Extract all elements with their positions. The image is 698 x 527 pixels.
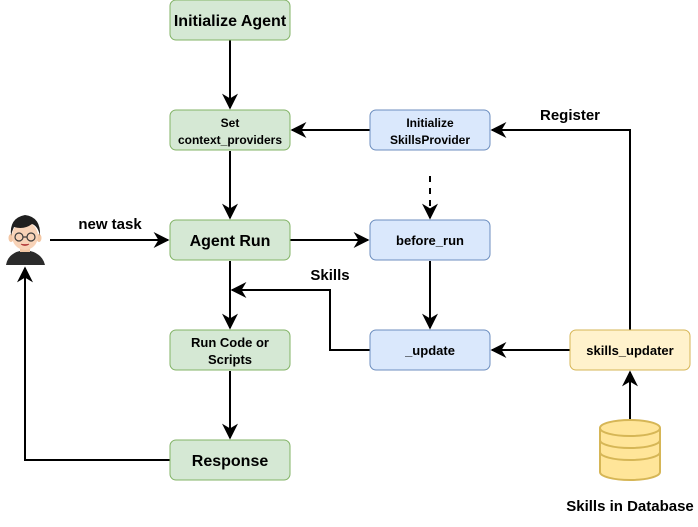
node-set-context-providers-line2: context_providers (178, 133, 282, 147)
database-icon (599, 419, 661, 481)
edge-response-to-user (17, 266, 170, 461)
edge-update-to-agentrun-skills (230, 282, 370, 351)
node-run-code-line1: Run Code or (191, 335, 269, 350)
node-update: _update (369, 329, 491, 371)
edge-updater-register (490, 122, 631, 330)
node-set-context-providers: Set context_providers (169, 109, 291, 151)
label-register: Register (540, 107, 600, 124)
node-skillsprovider-line2: SkillsProvider (390, 133, 470, 147)
edges (17, 40, 638, 461)
node-response: Response (169, 439, 291, 481)
node-run-code-line2: Scripts (208, 352, 252, 367)
node-initialize-agent-label: Initialize Agent (174, 13, 287, 30)
node-agent-run: Agent Run (169, 219, 291, 261)
node-skills-updater-label: skills_updater (586, 343, 673, 358)
node-before-run-label: before_run (396, 233, 464, 248)
label-new-task: new task (78, 216, 142, 233)
user-avatar-icon (6, 215, 45, 265)
node-skillsprovider-line1: Initialize (406, 116, 454, 130)
node-update-label: _update (404, 343, 455, 358)
node-response-label: Response (192, 453, 269, 470)
node-run-code-or-scripts: Run Code or Scripts (169, 329, 291, 371)
database-label: Skills in Database (566, 498, 694, 515)
node-initialize-skillsprovider: Initialize SkillsProvider (369, 109, 491, 151)
node-before-run: before_run (369, 219, 491, 261)
node-set-context-providers-line1: Set (221, 116, 240, 130)
node-initialize-agent: Initialize Agent (169, 0, 291, 41)
label-skills: Skills (310, 267, 349, 284)
node-agent-run-label: Agent Run (190, 233, 271, 250)
node-skills-updater: skills_updater (569, 329, 691, 371)
